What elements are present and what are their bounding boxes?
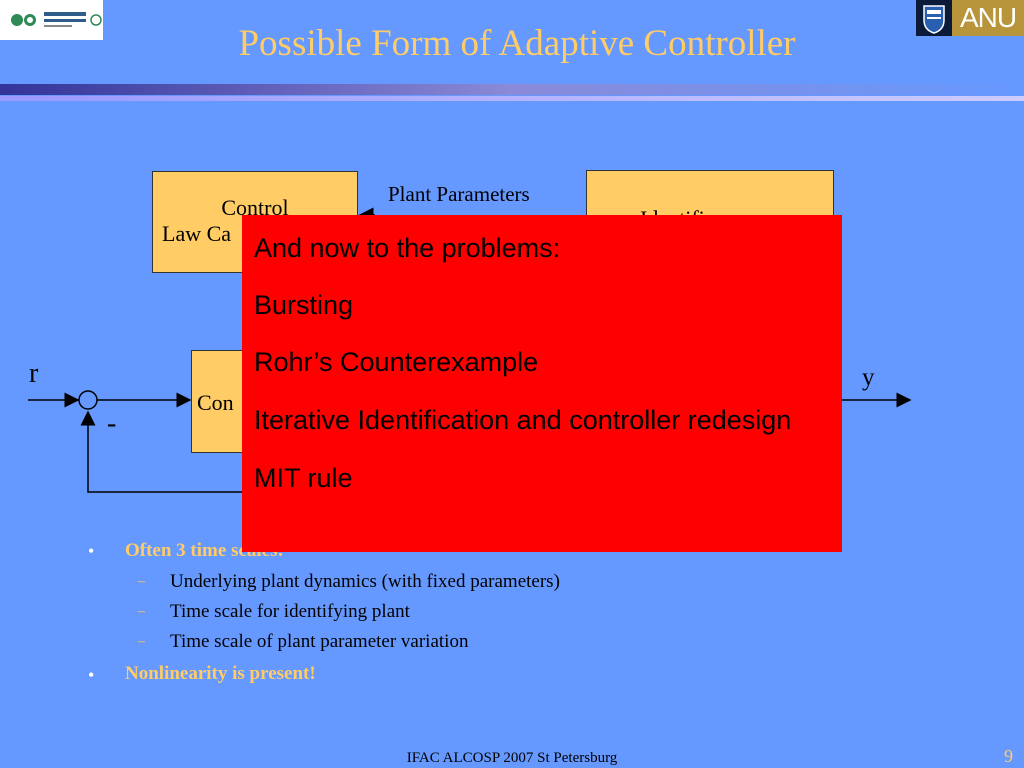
sub-dash-2: – — [138, 604, 145, 619]
summing-junction — [78, 390, 98, 410]
popup-item-rohr: Rohr’s Counterexample — [254, 347, 539, 377]
popup-item-bursting: Bursting — [254, 290, 354, 320]
nicta-logo — [0, 0, 103, 40]
control-law-label-line2: Law Ca — [162, 221, 232, 246]
controller-label: Con — [197, 390, 234, 415]
header-band — [0, 84, 1024, 106]
reference-label: r — [29, 358, 39, 389]
sub-bullet-2: Time scale for identifying plant — [170, 601, 410, 622]
feedback-line — [80, 410, 243, 493]
output-label: y — [862, 364, 875, 391]
problems-popup: And now to the problems: Bursting Rohr’s… — [242, 215, 842, 552]
bullet-dot-1: • — [88, 541, 95, 561]
sub-dash-3: – — [138, 634, 145, 649]
popup-item-iterative: Iterative Identification and controller … — [254, 405, 792, 435]
plant-parameters-label: Plant Parameters — [388, 182, 530, 206]
sub-dash-1: – — [138, 574, 145, 589]
bullet-nonlinearity: Nonlinearity is present! — [125, 663, 316, 684]
anu-logo-text: ANU — [952, 0, 1024, 36]
bullet-dot-2: • — [88, 665, 95, 685]
slide-footer: IFAC ALCOSP 2007 St Petersburg — [406, 750, 618, 766]
popup-item-mit-rule: MIT rule — [254, 463, 353, 493]
sub-bullet-3: Time scale of plant parameter variation — [170, 631, 469, 652]
minus-sign-label: - — [107, 408, 117, 439]
sub-bullet-1: Underlying plant dynamics (with fixed pa… — [170, 571, 560, 592]
slide-title: Possible Form of Adaptive Controller — [238, 23, 796, 64]
popup-heading: And now to the problems: — [254, 233, 561, 263]
anu-crest-icon — [916, 0, 952, 36]
page-number: 9 — [1004, 746, 1013, 766]
